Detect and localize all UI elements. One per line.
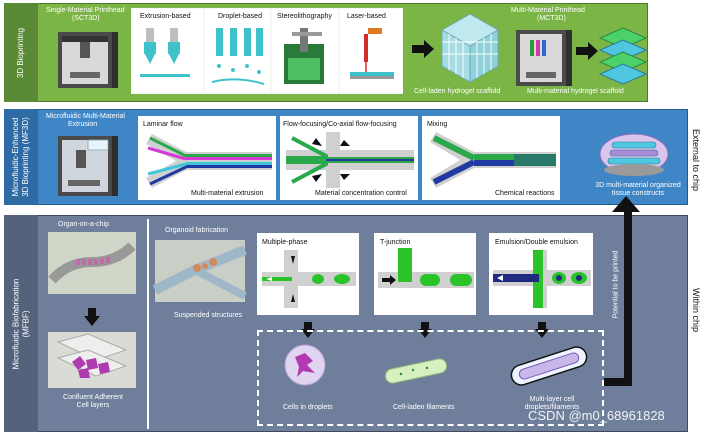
multilayer-filament-illustration [510, 346, 588, 386]
cell-laden-filament-illustration [385, 358, 447, 384]
arrow-to-scaffold-icon [412, 40, 434, 58]
organoid-illustration [152, 240, 247, 302]
mf-extrusion-title: Microfluidic Multi-Material Extrusion [46, 113, 125, 128]
cells-in-droplets-illustration [284, 344, 326, 386]
flow-focusing-title: Flow-focusing/Co-axial flow-focusing [283, 121, 397, 128]
bioprinting-side-label: 3D Bioprinting [4, 3, 38, 102]
within-chip-label: Within chip [691, 287, 702, 333]
mixing-caption: Chemical reactions [495, 190, 555, 197]
cell-layers-caption: Confluent Adherent Cell layers [63, 394, 123, 409]
cell-layers-illustration [48, 332, 136, 388]
stereolithography-label: Stereolithography [277, 13, 332, 20]
organoid-title: Organoid fabrication [165, 227, 229, 234]
multiple-phase-title: Multiple-phase [262, 239, 308, 246]
potential-to-print-label: Potential to be printed [612, 249, 620, 319]
mct3d-caption: Multi-material hydrogel scaffold [527, 88, 624, 95]
organ-down-arrow-icon [84, 308, 100, 326]
extrusion-nozzles-illustration [140, 28, 190, 77]
t-junction-title: T-junction [380, 239, 411, 246]
emulsion-title: Emulsion/Double emulsion [495, 239, 578, 246]
t-junction-illustration [378, 248, 474, 288]
multiple-phase-illustration [262, 250, 356, 308]
watermark: CSDN @m0_68961828 [528, 408, 665, 423]
laser-label: Laser-based [347, 13, 386, 20]
cells-in-droplets-caption: Cells in droplets [283, 404, 333, 411]
mfbf-side-label: Microfluidic Biofabrication(MFBF) [4, 215, 38, 432]
mct3d-printer-illustration [516, 30, 572, 86]
flow-focusing-channel-illustration [286, 132, 414, 188]
stereolithography-illustration [284, 28, 324, 84]
extrusion-label: Extrusion-based [140, 13, 191, 20]
droplet-label: Droplet-based [218, 13, 262, 20]
laminar-flow-title: Laminar flow [143, 121, 183, 128]
mfbf-divider [147, 219, 149, 429]
laminar-flow-caption: Multi-material extrusion [191, 190, 264, 197]
flow-focusing-caption: Material concentration control [315, 190, 407, 197]
cell-laden-filament-caption: Cell-laden filaments [393, 404, 455, 411]
sct3d-title: Single-Material Printhead (SCT3D) [46, 7, 125, 22]
arrow-to-multimaterial-icon [576, 42, 598, 60]
emulsion-illustration [493, 250, 591, 308]
droplet-nozzles-illustration [211, 28, 265, 85]
organ-on-chip-title: Organ-on-a-chip [58, 221, 109, 228]
potential-to-print-arrow-icon [604, 196, 640, 386]
tissue-construct-caption: 3D multi-material organized tissue const… [595, 182, 681, 197]
multimaterial-scaffold-illustration [598, 27, 648, 85]
outputs-dashed-box [257, 330, 604, 426]
scaffold-caption: Cell-laden hydrogel scaffold [414, 88, 501, 95]
external-to-chip-label: External to chip [691, 128, 702, 192]
mct3d-title: Multi-Material Printhead (MCT3D) [511, 7, 585, 22]
mf-printer-illustration [58, 136, 118, 196]
laser-illustration [350, 28, 394, 79]
mixing-title: Mixing [427, 121, 448, 128]
organoid-caption: Suspended structures [174, 312, 243, 319]
mixing-channel-illustration [430, 132, 556, 188]
sct3d-printer-illustration [58, 32, 118, 88]
extrusion-panel [132, 9, 203, 93]
tissue-construct-illustration [599, 133, 669, 176]
hydrogel-scaffold-illustration [440, 13, 500, 83]
multilayer-caption: Multi-layer cell droplets/filaments [524, 396, 580, 411]
organ-on-chip-illustration [48, 232, 136, 294]
laminar-flow-channel-illustration [146, 134, 272, 188]
